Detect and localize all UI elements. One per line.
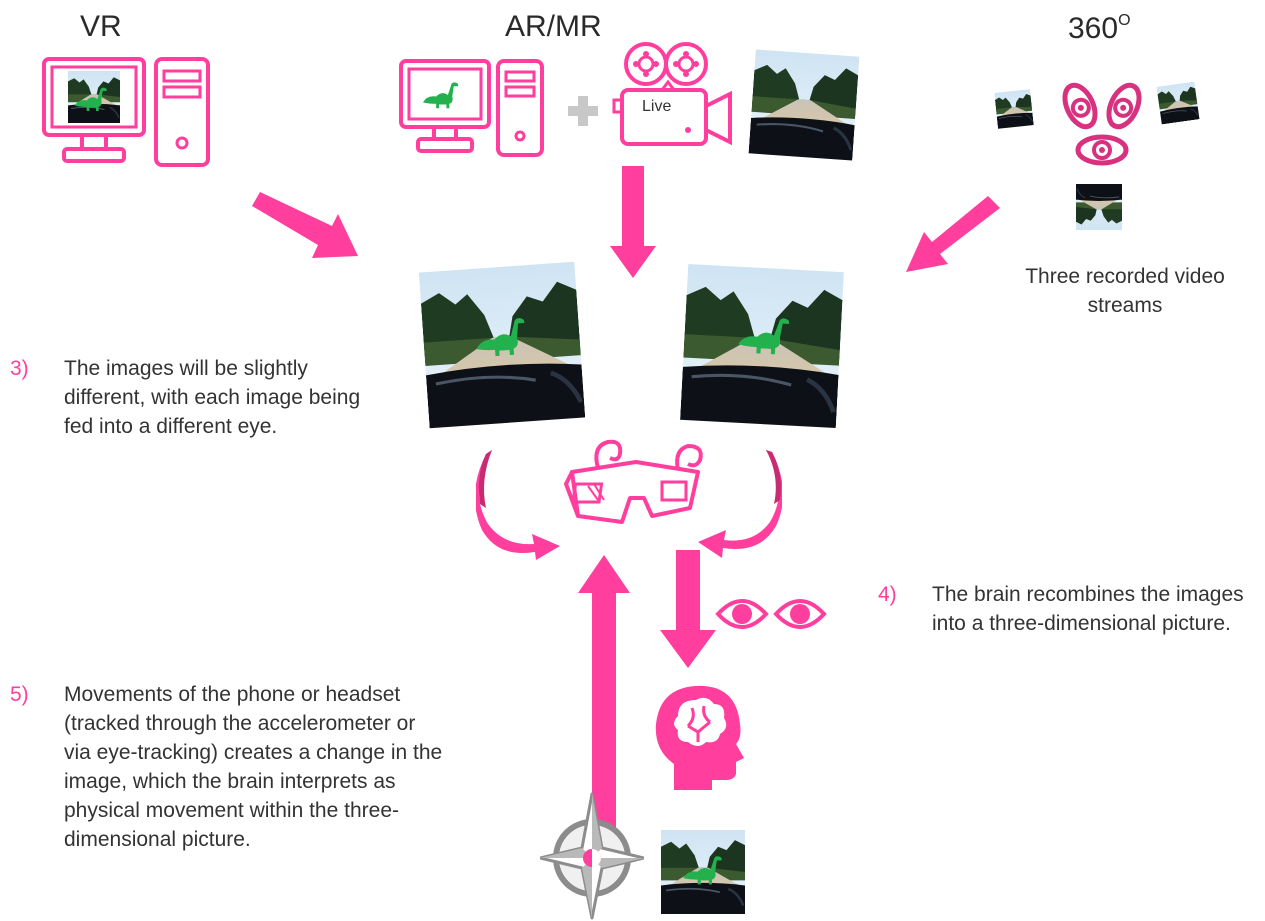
step-4-note: 4) The brain recombines the images into … [878, 580, 1258, 638]
left-curved-arrow-icon [476, 450, 560, 560]
camera-live-label: Live [642, 98, 672, 115]
360-arrow-icon [906, 196, 1000, 272]
step-5-text: Movements of the phone or headset (track… [64, 683, 443, 851]
vr-heading: VR [80, 10, 122, 43]
360-stream-right-photo [1155, 80, 1201, 126]
ar-live-photo [748, 47, 860, 163]
ar-mr-heading: AR/MR [505, 10, 602, 43]
step-4-text: The brain recombines the images into a t… [932, 583, 1244, 635]
360-heading-number: 360 [1068, 12, 1119, 45]
ar-computer-icon [399, 59, 544, 157]
right-curved-arrow-icon [698, 450, 782, 558]
step-3-number: 3) [10, 357, 29, 380]
360-heading-degree: O [1118, 12, 1131, 29]
step-3-note: 3) The images will be slightly different… [10, 354, 400, 441]
video-camera-icon [612, 42, 732, 146]
left-eye-image [412, 236, 592, 454]
three-streams-caption: Three recorded video streams [1025, 265, 1225, 317]
right-eye-image [672, 240, 852, 452]
step-5-note: 5) Movements of the phone or headset (tr… [10, 680, 510, 854]
brain-head-icon [655, 685, 744, 790]
step-5-number: 5) [10, 683, 29, 706]
step-3-text: The images will be slightly different, w… [64, 357, 361, 438]
ar-arrow-icon [610, 166, 656, 278]
360-eyes-icon [1062, 82, 1142, 166]
360-stream-bottom-photo [1075, 184, 1123, 230]
eyes-icon [715, 599, 827, 629]
step-4-number: 4) [878, 583, 897, 606]
vr-arrow-icon [252, 192, 358, 258]
360-stream-left-photo [993, 88, 1035, 130]
plus-icon [568, 96, 598, 126]
360-heading: 360O [1068, 12, 1131, 46]
movement-photo [659, 830, 747, 914]
3d-glasses-icon [563, 439, 703, 524]
down-arrow-icon [660, 550, 716, 668]
vr-computer-icon [42, 57, 210, 167]
compass-icon [540, 792, 644, 920]
up-arrow-icon [578, 555, 630, 855]
